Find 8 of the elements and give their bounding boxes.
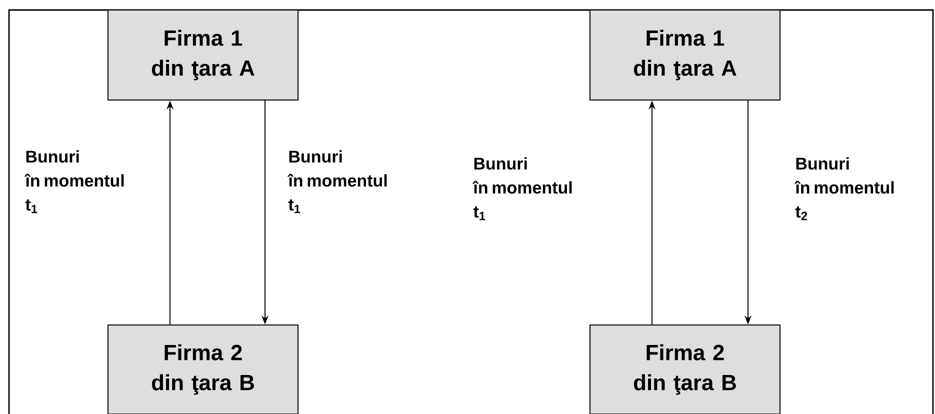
- edge-label: Bunuri în momentul t$_{2}$: [794, 157, 894, 220]
- firm-box: Firma 1 din ţara A: [108, 10, 298, 100]
- firm-box: Firma 1 din ţara A: [590, 10, 780, 100]
- firm-box: Firma 2 din ţara B: [590, 324, 780, 414]
- edge-label: Bunuri în momentul t$_{1}$: [288, 150, 387, 214]
- edge-label: Bunuri în momentul t$_{1}$: [472, 157, 572, 220]
- edge-label: Bunuri în momentul t$_{1}$: [24, 150, 124, 214]
- firm-box: Firma 2 din ţara B: [108, 324, 298, 414]
